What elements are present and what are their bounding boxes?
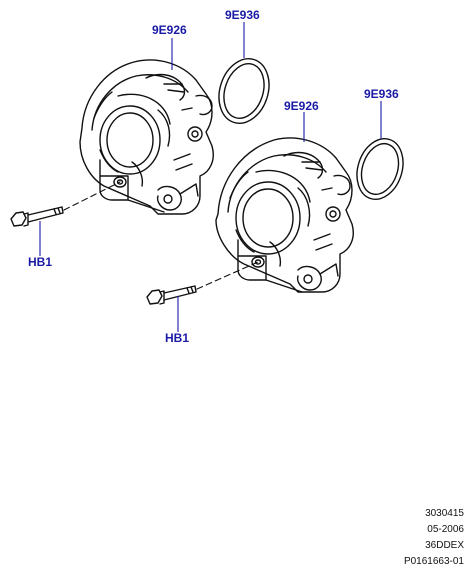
illustration-number: P0161663-01 (403, 556, 464, 567)
bolt-1 (10, 206, 64, 227)
issue-date: 05-2006 (427, 524, 464, 535)
seal-ring-2 (356, 138, 404, 200)
bolt-2 (146, 285, 197, 305)
callout-seal-2: 9E936 (364, 87, 399, 101)
throttle-body-1 (79, 59, 214, 215)
insertion-lines (63, 181, 259, 290)
callout-throttle-body-2: 9E926 (284, 99, 319, 113)
throttle-body-2 (215, 137, 354, 293)
callout-seal-1: 9E936 (225, 8, 260, 22)
model-code: 36DDEX (425, 540, 464, 551)
callout-bolt-1: HB1 (28, 255, 53, 269)
reference-number: 3030415 (425, 508, 464, 519)
callout-throttle-body-1: 9E926 (152, 23, 187, 37)
leader-lines (39, 22, 382, 332)
seal-ring-1 (218, 58, 270, 124)
callout-bolt-2: HB1 (165, 331, 190, 345)
